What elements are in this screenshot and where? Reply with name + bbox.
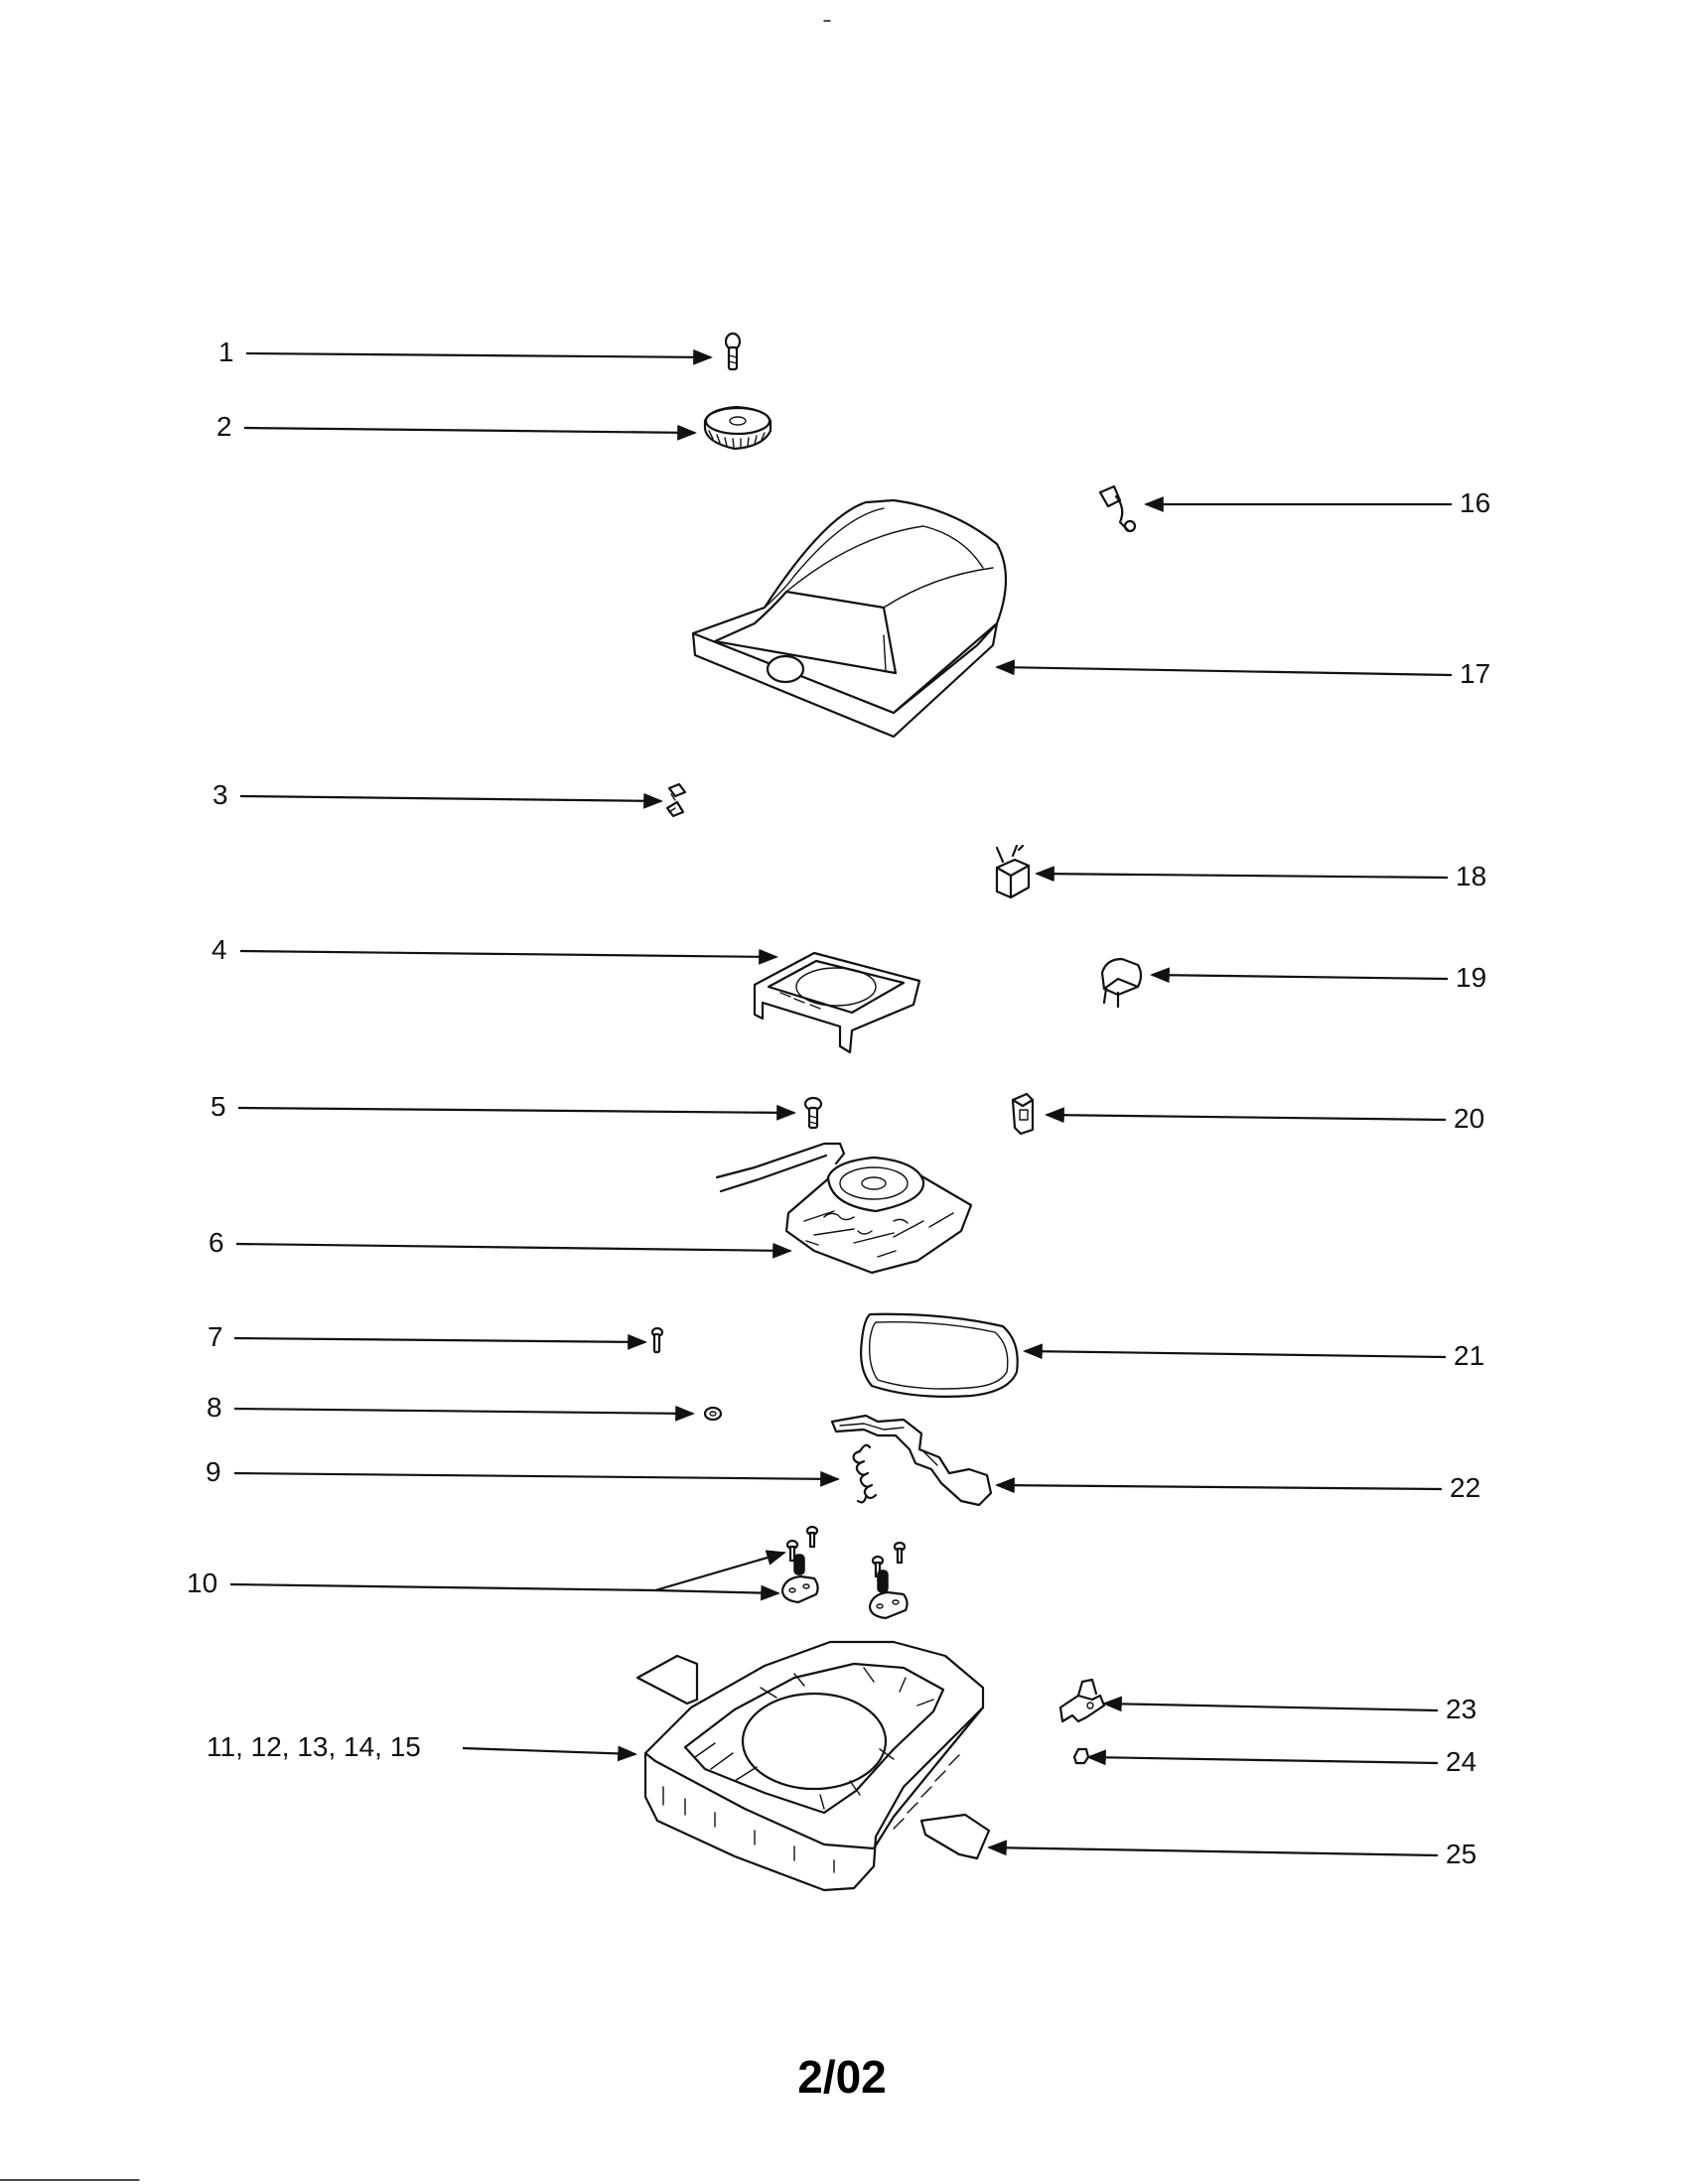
part-1-screw bbox=[724, 332, 742, 371]
part-9-spring bbox=[852, 1443, 878, 1504]
callout-label-5: 5 bbox=[210, 1091, 226, 1122]
part-4-filter-frame bbox=[753, 951, 921, 1054]
callout-label-19: 19 bbox=[1456, 962, 1486, 993]
part-25-pad-lower bbox=[919, 1813, 991, 1860]
callout-label-23: 23 bbox=[1446, 1694, 1476, 1724]
callout-label-8: 8 bbox=[207, 1392, 222, 1423]
callout-label-10: 10 bbox=[187, 1568, 217, 1598]
callout-label-16: 16 bbox=[1460, 487, 1490, 518]
callout-label-25: 25 bbox=[1446, 1839, 1476, 1869]
part-24-nut bbox=[1072, 1747, 1090, 1765]
part-25-pad-upper bbox=[635, 1654, 699, 1706]
callout-label-6: 6 bbox=[209, 1227, 224, 1258]
callout-label-2: 2 bbox=[216, 411, 232, 442]
callout-label-11-15: 11, 12, 13, 14, 15 bbox=[207, 1731, 421, 1762]
part-21-belt bbox=[860, 1312, 1019, 1398]
part-11-15-base-assembly bbox=[643, 1640, 985, 1892]
part-23-bracket bbox=[1058, 1678, 1106, 1723]
callout-label-24: 24 bbox=[1446, 1746, 1476, 1777]
part-7-screw bbox=[650, 1326, 664, 1354]
part-17-hood-cover bbox=[691, 498, 1008, 739]
part-22-lever bbox=[830, 1414, 993, 1507]
part-10-mounts-left bbox=[780, 1525, 819, 1604]
callout-label-22: 22 bbox=[1450, 1472, 1480, 1503]
part-8-washer bbox=[703, 1406, 723, 1422]
callout-label-20: 20 bbox=[1454, 1103, 1484, 1134]
part-18-switch bbox=[995, 844, 1031, 899]
callout-label-18: 18 bbox=[1456, 861, 1486, 891]
leader-lines bbox=[229, 348, 1453, 1857]
callout-label-7: 7 bbox=[208, 1321, 223, 1352]
part-5-screw bbox=[803, 1096, 823, 1130]
part-19-bracket bbox=[1100, 957, 1143, 1009]
part-6-motor-assembly bbox=[715, 1142, 973, 1275]
callout-label-1: 1 bbox=[218, 337, 234, 367]
part-3-nuts bbox=[665, 782, 687, 818]
part-16-connector bbox=[1098, 484, 1137, 533]
callout-label-4: 4 bbox=[211, 934, 227, 965]
callout-label-17: 17 bbox=[1460, 658, 1490, 689]
part-2-knob bbox=[703, 405, 772, 451]
part-20-clip bbox=[1011, 1092, 1035, 1136]
callout-label-9: 9 bbox=[206, 1456, 221, 1487]
callout-label-21: 21 bbox=[1454, 1340, 1484, 1371]
part-10-mounts-right bbox=[868, 1541, 909, 1620]
callout-label-3: 3 bbox=[212, 779, 228, 810]
footer-code: 2/02 bbox=[797, 2051, 887, 2103]
